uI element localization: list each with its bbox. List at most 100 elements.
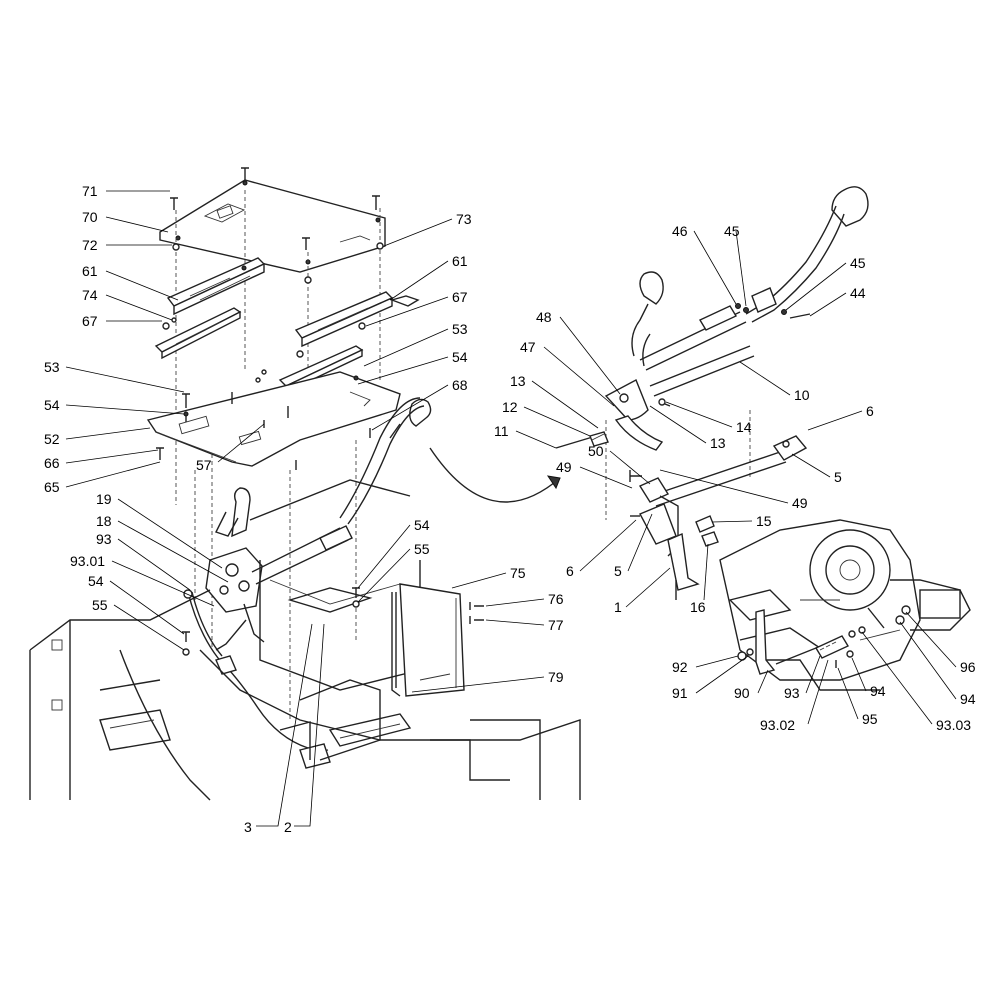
travel-lever-assembly: [631, 186, 869, 397]
svg-text:18: 18: [96, 513, 112, 529]
callout-76: 76: [485, 591, 564, 607]
pivot-bolts-top: [735, 303, 811, 319]
svg-text:93.03: 93.03: [936, 717, 971, 733]
svg-text:45: 45: [724, 223, 740, 239]
svg-text:3: 3: [244, 819, 252, 835]
callout-54-left: 54: [44, 397, 185, 415]
callout-16: 16: [690, 543, 709, 615]
callout-61-right: 61: [389, 253, 468, 301]
callout-77: 77: [485, 617, 564, 633]
seat-slide-rail-lower-left: [154, 307, 242, 360]
svg-text:47: 47: [520, 339, 536, 355]
side-cover-panel: [391, 583, 465, 697]
svg-text:50: 50: [588, 443, 604, 459]
svg-text:54: 54: [452, 349, 468, 365]
svg-text:15: 15: [756, 513, 772, 529]
svg-text:53: 53: [44, 359, 60, 375]
svg-text:57: 57: [196, 457, 212, 473]
svg-text:52: 52: [44, 431, 60, 447]
callout-49-left: 49: [556, 459, 633, 489]
lower-shaft-assembly: [629, 435, 808, 600]
svg-text:6: 6: [566, 563, 574, 579]
cover-panel-bolts: [469, 602, 484, 624]
callout-52: 52: [44, 427, 151, 447]
callout-45-top: 45: [724, 223, 747, 307]
callout-47: 47: [520, 339, 615, 407]
svg-text:95: 95: [862, 711, 878, 727]
callout-93-left: 93: [96, 531, 191, 591]
svg-text:54: 54: [88, 573, 104, 589]
svg-text:67: 67: [82, 313, 98, 329]
callout-66: 66: [44, 449, 159, 471]
svg-text:45: 45: [850, 255, 866, 271]
callout-93-03: 93.03: [861, 631, 971, 733]
svg-text:68: 68: [452, 377, 468, 393]
callout-93-01: 93.01: [70, 553, 215, 607]
callout-46: 46: [672, 223, 737, 305]
callout-96: 96: [905, 611, 976, 675]
callout-44: 44: [809, 285, 866, 317]
callout-79: 79: [411, 669, 564, 693]
screw-bolts-top: [170, 167, 380, 250]
callout-13-left: 13: [510, 373, 599, 429]
svg-text:6: 6: [866, 403, 874, 419]
callout-53-right: 53: [363, 321, 468, 367]
callout-70: 70: [82, 209, 169, 233]
callout-67-left: 67: [82, 313, 162, 329]
callout-65: 65: [44, 461, 161, 495]
callout-55-lower-left: 55: [92, 597, 185, 651]
svg-text:49: 49: [792, 495, 808, 511]
callout-1: 1: [614, 567, 671, 615]
svg-text:1: 1: [614, 599, 622, 615]
svg-text:14: 14: [736, 419, 752, 435]
callout-14: 14: [665, 401, 752, 435]
callout-73: 73: [383, 211, 472, 247]
callout-93-right: 93: [784, 655, 821, 701]
svg-text:93: 93: [784, 685, 800, 701]
svg-text:5: 5: [834, 469, 842, 485]
callout-5-left: 5: [614, 513, 653, 579]
callout-54-right: 54: [357, 349, 468, 385]
svg-text:92: 92: [672, 659, 688, 675]
svg-text:46: 46: [672, 223, 688, 239]
svg-text:55: 55: [414, 541, 430, 557]
callout-48: 48: [536, 309, 621, 395]
callout-6-bottom: 6: [566, 519, 637, 579]
bolts-center: [182, 587, 360, 656]
svg-text:13: 13: [710, 435, 726, 451]
callout-72: 72: [82, 237, 172, 253]
callout-90: 90: [734, 669, 769, 701]
callout-55-center: 55: [357, 541, 430, 603]
callout-50: 50: [588, 443, 651, 485]
callout-11: 11: [494, 423, 557, 449]
callout-5-right: 5: [791, 453, 842, 485]
callout-6-top: 6: [807, 403, 874, 431]
callout-49-right: 49: [659, 469, 808, 511]
svg-text:13: 13: [510, 373, 526, 389]
svg-text:76: 76: [548, 591, 564, 607]
callout-15: 15: [711, 513, 772, 529]
svg-text:2: 2: [284, 819, 292, 835]
seat-slide-rail-left: [166, 257, 266, 316]
svg-text:96: 96: [960, 659, 976, 675]
svg-text:70: 70: [82, 209, 98, 225]
svg-text:61: 61: [452, 253, 468, 269]
svg-text:19: 19: [96, 491, 112, 507]
part-callouts: 71 70 72 61 74 67 73 61 67 53 54 68 53 5…: [44, 183, 976, 835]
svg-text:54: 54: [414, 517, 430, 533]
callout-94-right: 94: [899, 621, 976, 707]
washers-nuts: [162, 242, 384, 383]
svg-text:5: 5: [614, 563, 622, 579]
seat-base-plate: [146, 371, 401, 470]
callout-54-center: 54: [357, 517, 430, 589]
callout-18: 18: [96, 513, 229, 583]
svg-text:12: 12: [502, 399, 518, 415]
callout-45-right: 45: [785, 255, 866, 311]
svg-text:49: 49: [556, 459, 572, 475]
seat-mounting-plate: [159, 179, 386, 273]
callout-71: 71: [82, 183, 170, 199]
svg-text:53: 53: [452, 321, 468, 337]
svg-text:67: 67: [452, 289, 468, 305]
callout-94-lower: 94: [851, 657, 886, 699]
